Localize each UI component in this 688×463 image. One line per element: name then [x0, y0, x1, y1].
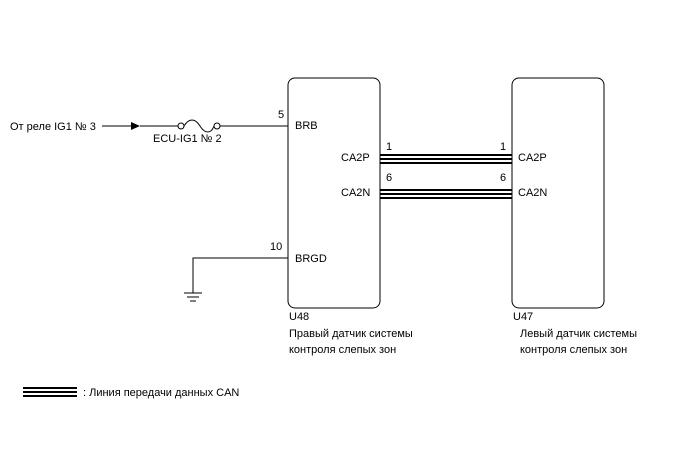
component-id-u48: U48 [289, 311, 309, 323]
component-name-u47-line2: контроля слепых зон [520, 344, 627, 356]
pin-number-ca2p-right: 1 [500, 141, 506, 153]
pin-name-ca2n-left: CA2N [341, 187, 370, 199]
arrow-icon [131, 122, 140, 130]
fuse-icon [177, 119, 221, 133]
can-line-ca2p [380, 154, 512, 164]
source-label: От реле IG1 № 3 [10, 121, 96, 133]
can-line-ca2n [380, 189, 512, 199]
legend-can-line-symbol [23, 387, 77, 397]
pin-number-ca2n-right: 6 [500, 172, 506, 184]
component-id-u47: U47 [513, 311, 533, 323]
component-name-u48-line1: Правый датчик системы [289, 328, 413, 340]
pin-number-brb: 5 [278, 109, 284, 121]
component-name-u48-line2: контроля слепых зон [289, 344, 396, 356]
legend-label: : Линия передачи данных CAN [83, 387, 239, 399]
pin-name-brgd: BRGD [295, 253, 327, 265]
pin-name-ca2p-right: CA2P [518, 152, 547, 164]
ground-icon [184, 292, 202, 302]
fuse-label: ECU-IG1 № 2 [153, 133, 222, 145]
pin-number-brgd: 10 [270, 241, 282, 253]
component-name-u47-line1: Левый датчик системы [520, 328, 637, 340]
pin-number-ca2n-left: 6 [386, 172, 392, 184]
pin-number-ca2p-left: 1 [386, 141, 392, 153]
pin-name-ca2p-left: CA2P [341, 152, 370, 164]
pin-name-brb: BRB [295, 120, 318, 132]
pin-name-ca2n-right: CA2N [518, 187, 547, 199]
ground-wire [192, 257, 288, 293]
